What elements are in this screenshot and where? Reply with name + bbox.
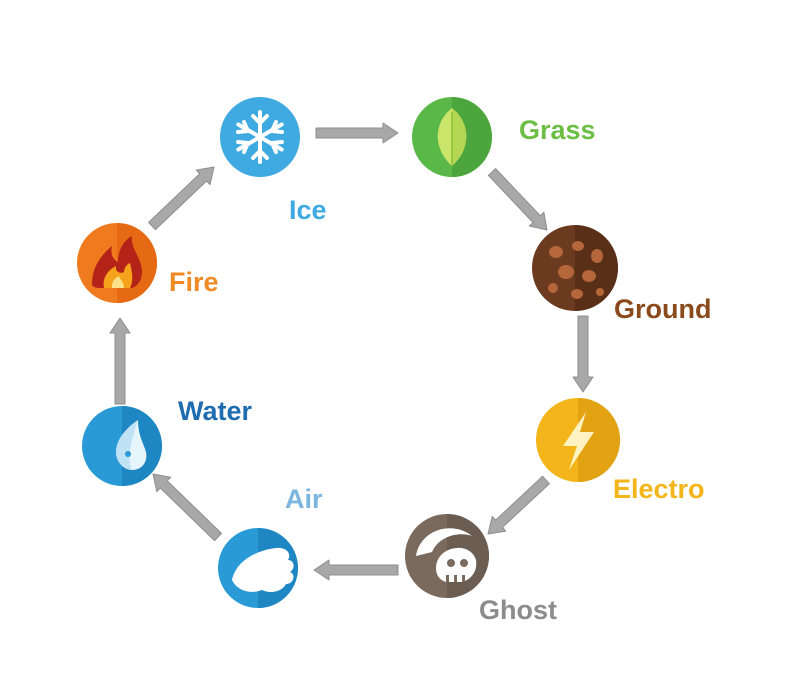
label-ice: Ice xyxy=(289,195,327,225)
arrow-ghost-to-air xyxy=(313,559,399,581)
label-fire: Fire xyxy=(169,267,219,297)
skull-icon xyxy=(416,528,477,582)
node-fire: Fire xyxy=(77,223,219,303)
label-air: Air xyxy=(285,484,323,514)
arrow-ice-to-grass xyxy=(315,122,399,144)
flame-icon xyxy=(92,236,142,288)
lightning-icon xyxy=(563,412,594,470)
snowflake-icon xyxy=(236,110,284,164)
label-grass: Grass xyxy=(519,115,596,145)
node-water: Water xyxy=(82,396,253,486)
label-water: Water xyxy=(178,396,253,426)
arrow-ground-to-electro xyxy=(572,315,594,393)
node-ice: Ice xyxy=(220,97,327,225)
node-ghost: Ghost xyxy=(405,514,557,625)
rocks-icon xyxy=(548,241,604,299)
arrow-grass-to-ground xyxy=(487,168,548,231)
label-ghost: Ghost xyxy=(479,595,557,625)
arrow-electro-to-ghost xyxy=(487,475,550,535)
arrow-air-to-water xyxy=(152,473,222,542)
arrow-fire-to-ice xyxy=(148,166,215,231)
node-ground: Ground xyxy=(532,225,711,324)
arrow-water-to-fire xyxy=(109,317,131,405)
node-air: Air xyxy=(218,484,323,608)
leaf-icon xyxy=(437,108,467,166)
label-electro: Electro xyxy=(613,474,705,504)
node-grass: Grass xyxy=(412,97,596,177)
wind-icon xyxy=(232,547,294,592)
node-electro: Electro xyxy=(536,398,705,504)
label-ground: Ground xyxy=(614,294,711,324)
arrows-layer xyxy=(109,122,594,581)
